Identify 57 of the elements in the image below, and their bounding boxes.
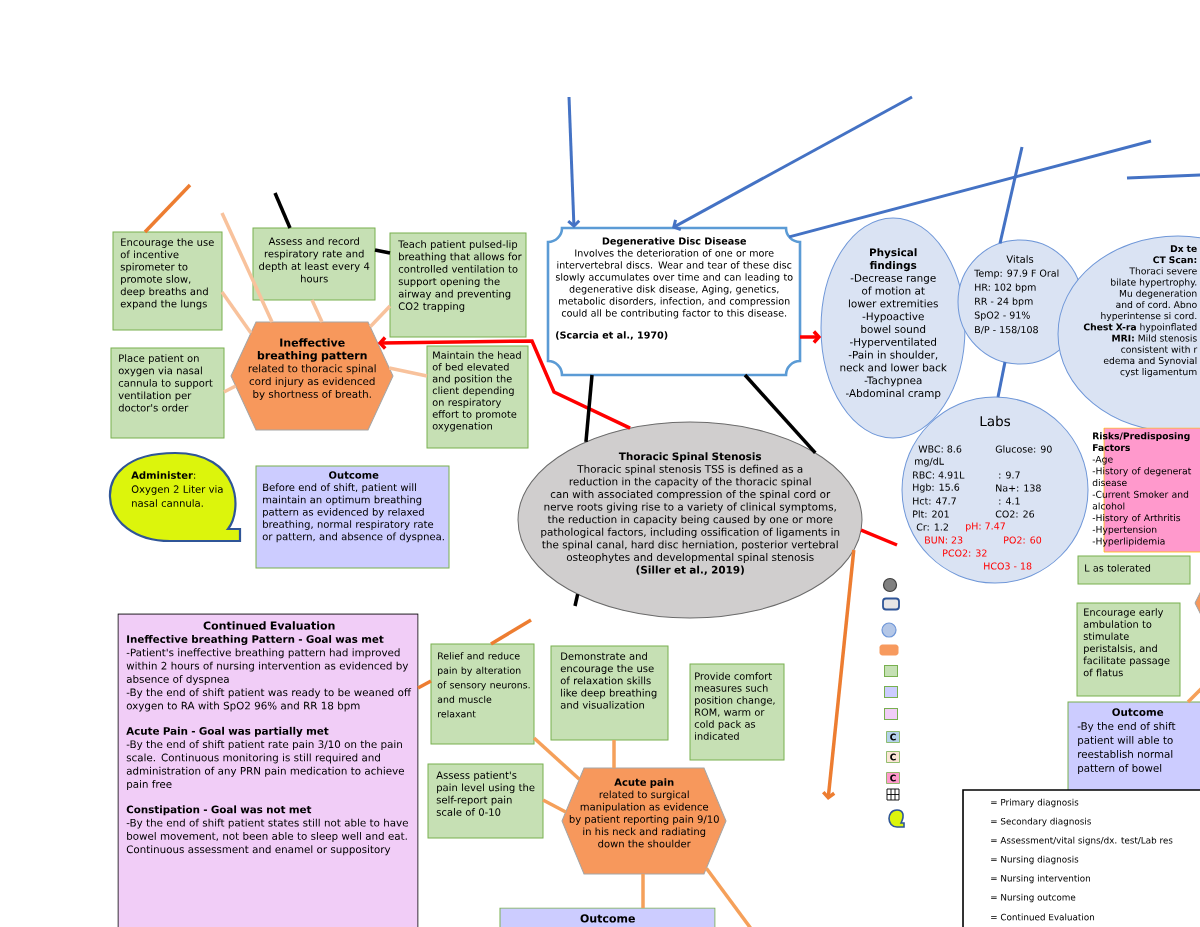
legend-text: = Nursing outcome <box>991 893 1076 903</box>
intervention-box: Provide comfort measures such position change, ROM, warm or cold pack as indicated <box>689 663 785 761</box>
legend-text: = Continued Evaluation <box>991 913 1095 921</box>
connector-line <box>143 183 192 234</box>
arrow <box>672 95 913 231</box>
connector-line <box>388 366 428 378</box>
connector-line <box>704 867 754 927</box>
risk-factors-box: Risks/Predisposing Factors -Age -History of degenerat disease -Current Smoker and alcohol -History of Arthritis -Hypertension -Hyperlipidemia <box>1092 427 1200 553</box>
connector-line <box>788 139 1152 239</box>
intervention-box: Teach patient pulsed-lip breathing that allows for controlled ventilation to support opening the airway and preventing CO2 trapping <box>389 232 527 338</box>
intervention-box: Maintain the head of bed elevated and position the client depending on respiratory effort to promote oxygenation <box>426 345 529 449</box>
letter-tile: C <box>886 731 900 743</box>
legend-text: = Nursing intervention <box>991 874 1090 884</box>
connector-line <box>273 192 292 229</box>
arrow <box>377 336 631 430</box>
outcome-box: Outcome Before end of shift, patient will maintain an optimum breathing pattern as evidenced by relaxed breathing, normal respiratory rate or pattern, and absence of dyspnea. <box>255 465 450 569</box>
intervention-box: Relief and reduce pain by alteration of sensory neurons. and muscle relaxant <box>430 643 535 745</box>
diagnosis-hexagon: Acute pain related to surgical manipulation as evidence by patient reporting pain 9/10 in his neck and radiating down the shoulder <box>561 767 727 875</box>
connector-line <box>612 740 616 768</box>
legend-text: = Primary diagnosis <box>991 798 1079 808</box>
intervention-box: L as tolerated <box>1077 555 1191 585</box>
legend-text: = Nursing diagnosis <box>991 855 1079 865</box>
intervention-box: Assess patient's pain level using the self-report pain scale of 0-10 <box>427 763 544 839</box>
connector-line <box>996 361 1007 398</box>
connector-line <box>368 304 392 329</box>
arrow <box>800 330 822 344</box>
intervention-box: Assess and record respiratory rate and depth at least every 4 hours <box>252 227 376 301</box>
connector-line <box>743 373 817 455</box>
connector-line <box>998 146 1024 244</box>
intervention-box: Encourage the use of incentive spirometer to promote slow, deep breaths and expand the lungs <box>112 231 223 331</box>
arrow <box>822 549 856 800</box>
arrow <box>567 96 581 228</box>
connector-line <box>220 212 274 323</box>
letter-tile: C <box>886 751 900 763</box>
connector-line <box>490 618 532 646</box>
connector-line <box>542 798 567 814</box>
connector-line <box>223 384 237 394</box>
connector-line <box>374 248 391 255</box>
intervention-box: Encourage early ambulation to stimulate peristalsis, and facilitate passage of flatus <box>1076 602 1181 697</box>
intervention-box: Place patient on oxygen via nasal cannula to support ventilation per doctor's order <box>110 347 225 439</box>
evaluation-box: Continued Evaluation Ineffective breathing Pattern - Goal was met -Patient's ineffective breathing pattern had improved within 2 hours of nursing intervention as evidenced by absence of dyspnea -By the end of shift patient was ready to be weaned off oxygen to RA with SpO2 96% and RR 18 bpm Acute Pain - Goal was partially met -By the end of shift patient rate pain 3/10 on the pain scale. Continuous monitoring is still required and administration of any PRN pain medication to achieve pain free Constipation - Goal was not met -By the end of shift patient states still not able to have bowel movement, not been able to sleep well and eat. Continuous assessment and enamel or suppository <box>117 613 419 927</box>
diagnosis-hexagon: Ineffective breathing pattern related to thoracic spinal cord injury as evidenced by shortness of breath. <box>230 321 394 431</box>
connector-line <box>532 736 581 781</box>
connector-line <box>220 291 253 334</box>
connector-line <box>584 374 594 443</box>
letter-tile: C <box>886 772 900 784</box>
legend-text: = Assessment/vital signs/dx. test/Lab res <box>991 836 1173 846</box>
connector-line <box>573 593 580 607</box>
disease-plaque: Degenerative Disc Disease Involves the deterioration of one or more intervertebral discs. Wear and tear of these disc slowly accumulates over time and can leading to degenerative disk disease, Aging, genetics, metabolic disorders, infection, and compression could all be contributing factor to this disease. (Scarcia et al., 1970) <box>546 226 802 377</box>
connector-line <box>860 528 898 547</box>
intervention-box: Demonstrate and encourage the use of relaxation skills like deep breathing and visualization <box>550 645 669 741</box>
legend-text: = Secondary diagnosis <box>991 817 1091 827</box>
connector-line <box>641 874 645 908</box>
connector-line <box>417 679 432 690</box>
connector-line <box>310 299 324 323</box>
speech-bubble: Administer: Oxygen 2 Liter via nasal cannula. <box>108 451 242 543</box>
outcome-box: Outcome <box>499 907 716 927</box>
